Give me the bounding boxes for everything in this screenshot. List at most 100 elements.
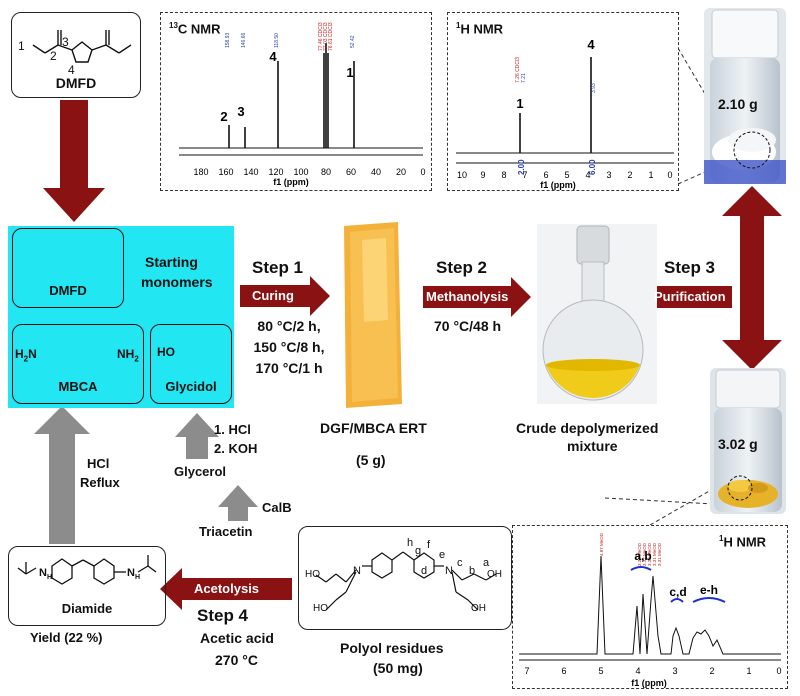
c13-tick: 20 xyxy=(396,167,406,177)
h1-top-tick: 3 xyxy=(606,170,611,180)
step4-label: Step 4 xyxy=(197,606,249,625)
glycerol-label: Glycerol xyxy=(174,464,227,479)
polyol-atom-f: f xyxy=(427,539,431,551)
polyol-atom-h: h xyxy=(407,537,414,549)
crude-line-1: Crude depolymerized xyxy=(516,420,659,436)
polyol-n-left: N xyxy=(353,565,361,577)
polyol-oh-3: OH xyxy=(487,569,502,580)
h1-top-spectrum: 10 9 8 7 6 5 4 3 2 1 0 f1 (ppm) 1 4 7.26… xyxy=(456,37,674,190)
route-step-1: 1. HCl xyxy=(214,422,251,437)
step4-cond-2: 270 °C xyxy=(215,652,258,668)
vial-top-photo xyxy=(704,8,786,184)
triacetin-label: Triacetin xyxy=(199,524,253,539)
polyol-atom-a: a xyxy=(483,557,490,569)
h1-top-tick: 1 xyxy=(648,170,653,180)
c13-ticks: 180 160 140 120 100 80 60 40 20 0 xyxy=(193,167,425,177)
svg-text:118.50: 118.50 xyxy=(274,33,280,48)
triacetin-to-glycerol-arrow xyxy=(218,485,258,521)
vial-bottom-photo xyxy=(710,368,786,514)
h1-bottom-tick: 6 xyxy=(561,666,566,676)
h1-bottom-tick: 5 xyxy=(598,666,603,676)
polyol-atom-e: e xyxy=(439,549,446,561)
c13-tick: 80 xyxy=(321,167,331,177)
h1-bottom-group-ab: a,b xyxy=(634,549,651,563)
c13-tick: 140 xyxy=(243,167,258,177)
c13-title: 13C NMR xyxy=(169,21,221,37)
ert-name: DGF/MBCA ERT xyxy=(320,420,427,436)
c13-tick: 180 xyxy=(193,167,208,177)
step2-arrow xyxy=(423,277,531,317)
starting-monomers-panel: DMFD Starting monomers H2N NH2 MBCA HO G… xyxy=(8,226,234,408)
ert-photo xyxy=(344,222,402,408)
svg-text:76.61 CDCl3: 76.61 CDCl3 xyxy=(328,22,334,51)
svg-text:158.93: 158.93 xyxy=(225,32,231,48)
svg-text:52.42: 52.42 xyxy=(350,35,356,48)
h1-bottom-tag: 3.32 MeOD xyxy=(647,542,652,566)
h1-top-integral: 2.00 xyxy=(517,159,526,175)
h1-bottom-tick: 7 xyxy=(524,666,529,676)
h1-top-tick: 10 xyxy=(457,170,467,180)
h1-bottom-ticks: 7 6 5 4 3 2 1 0 xyxy=(524,666,781,676)
c13-peak-2: 2 xyxy=(220,109,227,124)
step4-cond-1: Acetic acid xyxy=(200,630,274,646)
h1-bottom-tag: 4.87 MeOD xyxy=(599,532,604,556)
step2-label: Step 2 xyxy=(436,258,488,277)
svg-text:77.46 CDCl3: 77.46 CDCl3 xyxy=(318,22,324,51)
h1-top-nmr-panel: 1H NMR 10 9 8 7 6 5 4 3 2 1 0 f1 (ppm) 1… xyxy=(447,12,679,191)
step3-arrow-label: Purification xyxy=(654,289,726,304)
h1-bottom-tick: 3 xyxy=(672,666,677,676)
h1-bottom-tag: 3.32 MeOD xyxy=(642,542,647,566)
h1-bottom-group-cd: c,d xyxy=(669,585,686,599)
h1-bottom-tag: 3.33 MeOD xyxy=(637,542,642,566)
polyol-atom-d: d xyxy=(421,565,428,577)
c13-tick: 60 xyxy=(346,167,356,177)
glycidol-box: HO Glycidol xyxy=(150,324,232,404)
reflux-label: Reflux xyxy=(80,475,120,490)
glycidol-label: Glycidol xyxy=(165,379,217,394)
step1-cond-1: 80 °C/2 h, xyxy=(257,318,321,334)
h1-top-tick: 8 xyxy=(501,170,506,180)
step4-arrow xyxy=(160,568,292,610)
diamide-label: Diamide xyxy=(61,601,113,616)
h1-top-ticks: 10 9 8 7 6 5 4 3 2 1 0 xyxy=(457,170,673,180)
diamide-box: NH NH Diamide xyxy=(8,546,166,626)
diamide-n-right: NH xyxy=(127,567,141,582)
h1-bottom-tick: 2 xyxy=(709,666,714,676)
c13-nmr-panel: 13C NMR 180 160 140 120 100 80 60 40 20 … xyxy=(160,12,432,191)
mbca-nh2: NH2 xyxy=(117,347,139,364)
polyol-label: Polyol residues xyxy=(340,640,444,656)
mbca-box: H2N NH2 MBCA xyxy=(12,324,144,404)
polyol-n-right: N xyxy=(445,565,453,577)
step1-label: Step 1 xyxy=(252,258,304,277)
c13-tick: 160 xyxy=(218,167,233,177)
svg-text:146.66: 146.66 xyxy=(241,32,247,48)
step1-arrow-label: Curing xyxy=(252,288,294,303)
hcl-label: HCl xyxy=(87,456,110,471)
h1-bottom-tick: 4 xyxy=(635,666,640,676)
dmfd-down-arrow xyxy=(43,100,105,222)
c13-spectrum: 180 160 140 120 100 80 60 40 20 0 f1 (pp… xyxy=(179,22,426,187)
diamide-n-left: NH xyxy=(39,567,53,582)
mbca-h2n: H2N xyxy=(15,347,37,364)
diamide-yield: Yield (22 %) xyxy=(30,630,103,645)
dmfd-atom-2: 2 xyxy=(50,49,57,63)
flask-photo xyxy=(537,224,657,404)
step2-arrow-label: Methanolysis xyxy=(426,289,509,304)
polyol-atom-b: b xyxy=(469,565,476,577)
h1-top-tag: 7.26 CDCl3 xyxy=(515,57,521,83)
dmfd-atom-3: 3 xyxy=(62,35,69,49)
monomers-title-1: Starting xyxy=(145,254,198,270)
polyol-oh-4: OH xyxy=(471,603,486,614)
h1-top-tick: 0 xyxy=(667,170,672,180)
h1-bottom-title: 1H NMR xyxy=(719,534,767,550)
h1-bottom-nmr-panel: 1H NMR 7 6 5 4 3 2 1 0 f1 (ppm) 4.87 MeO… xyxy=(512,525,788,689)
c13-peak-1: 1 xyxy=(346,65,353,80)
step1-cond-2: 150 °C/8 h, xyxy=(253,339,325,355)
c13-peak-3: 3 xyxy=(237,104,244,119)
c13-peak-tags: 158.93 146.66 118.50 77.46 CDCl3 77.03 C… xyxy=(225,22,356,51)
step3-label: Step 3 xyxy=(664,258,716,277)
c13-tick: 0 xyxy=(420,167,425,177)
h1-bottom-tag: 3.31 MeOD xyxy=(657,542,662,566)
route-step-2: 2. KOH xyxy=(214,441,258,456)
